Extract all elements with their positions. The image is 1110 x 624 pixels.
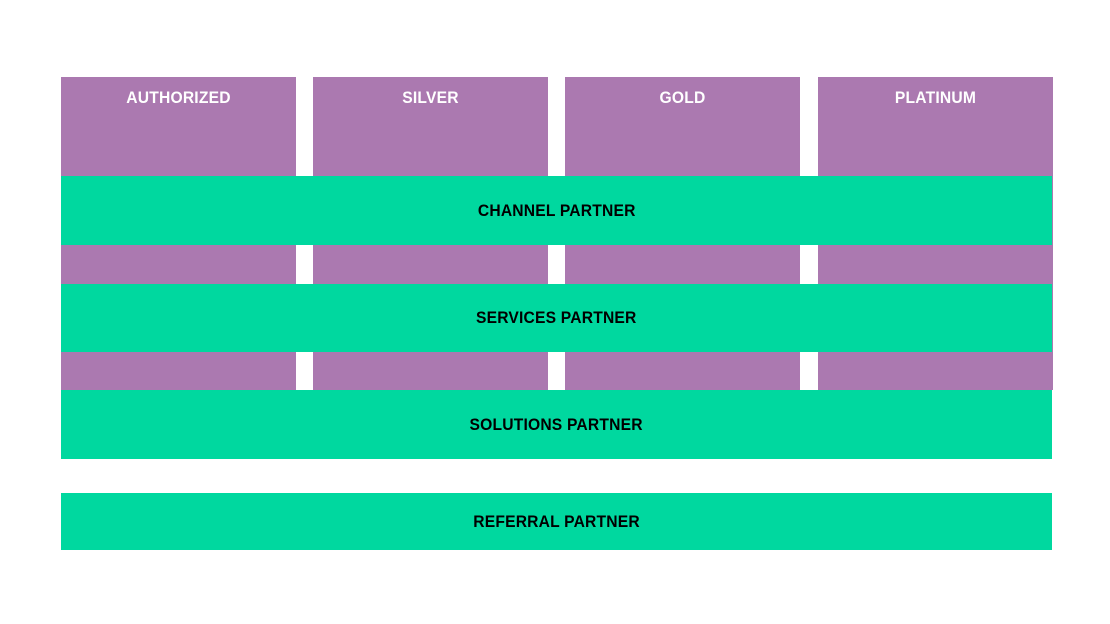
- tier-label-silver: SILVER: [402, 88, 459, 107]
- tier-label-gold: GOLD: [659, 88, 706, 107]
- band-channel-partner: CHANNEL PARTNER: [61, 176, 1052, 245]
- tier-label-authorized: AUTHORIZED: [126, 88, 231, 107]
- band-solutions-partner: SOLUTIONS PARTNER: [61, 390, 1052, 459]
- band-label-solutions-partner: SOLUTIONS PARTNER: [469, 414, 644, 434]
- band-services-partner: SERVICES PARTNER: [61, 284, 1052, 352]
- band-label-referral-partner: REFERRAL PARTNER: [473, 511, 640, 531]
- band-label-channel-partner: CHANNEL PARTNER: [477, 200, 636, 220]
- tier-label-platinum: PLATINUM: [894, 88, 977, 107]
- band-label-services-partner: SERVICES PARTNER: [476, 308, 637, 327]
- band-referral-partner: REFERRAL PARTNER: [61, 493, 1052, 550]
